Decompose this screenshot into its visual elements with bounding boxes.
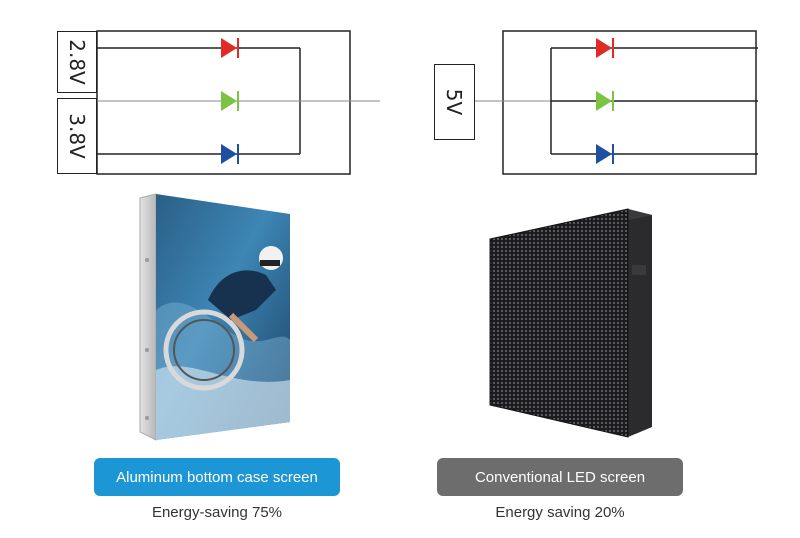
- conventional-panel: 5V Conventional LED screen Energy saving…: [400, 0, 800, 538]
- voltage-label: 2.8V: [65, 39, 89, 85]
- green-led-icon: [596, 91, 614, 111]
- circuit-enclosure: [96, 30, 351, 175]
- voltage-box-3.8v: 3.8V: [57, 98, 97, 174]
- voltage-box-5v: 5V: [434, 64, 475, 140]
- aluminum-case-panel: 2.8V 3.8V: [57, 30, 380, 521]
- circuit-enclosure: [502, 30, 757, 175]
- voltage-label: 5V: [442, 88, 467, 116]
- blue-led-icon: [596, 144, 614, 164]
- conventional-cabinet-image: [489, 208, 652, 438]
- red-led-icon: [221, 38, 239, 58]
- voltage-box-2.8v: 2.8V: [57, 31, 97, 93]
- aluminum-cabinet-image: [139, 193, 290, 441]
- aluminum-energy-caption: Energy-saving 75%: [151, 504, 283, 521]
- voltage-label: 3.8V: [65, 113, 89, 159]
- aluminum-circuit-diagram: [96, 30, 380, 175]
- aluminum-screen-label: Aluminum bottom case screen: [94, 458, 340, 496]
- conventional-energy-caption: Energy saving 20%: [495, 504, 625, 521]
- conventional-screen-label: Conventional LED screen: [437, 458, 683, 496]
- red-led-icon: [596, 38, 614, 58]
- blue-led-icon: [221, 144, 239, 164]
- green-led-icon: [221, 91, 239, 111]
- conventional-circuit-diagram: [475, 30, 758, 175]
